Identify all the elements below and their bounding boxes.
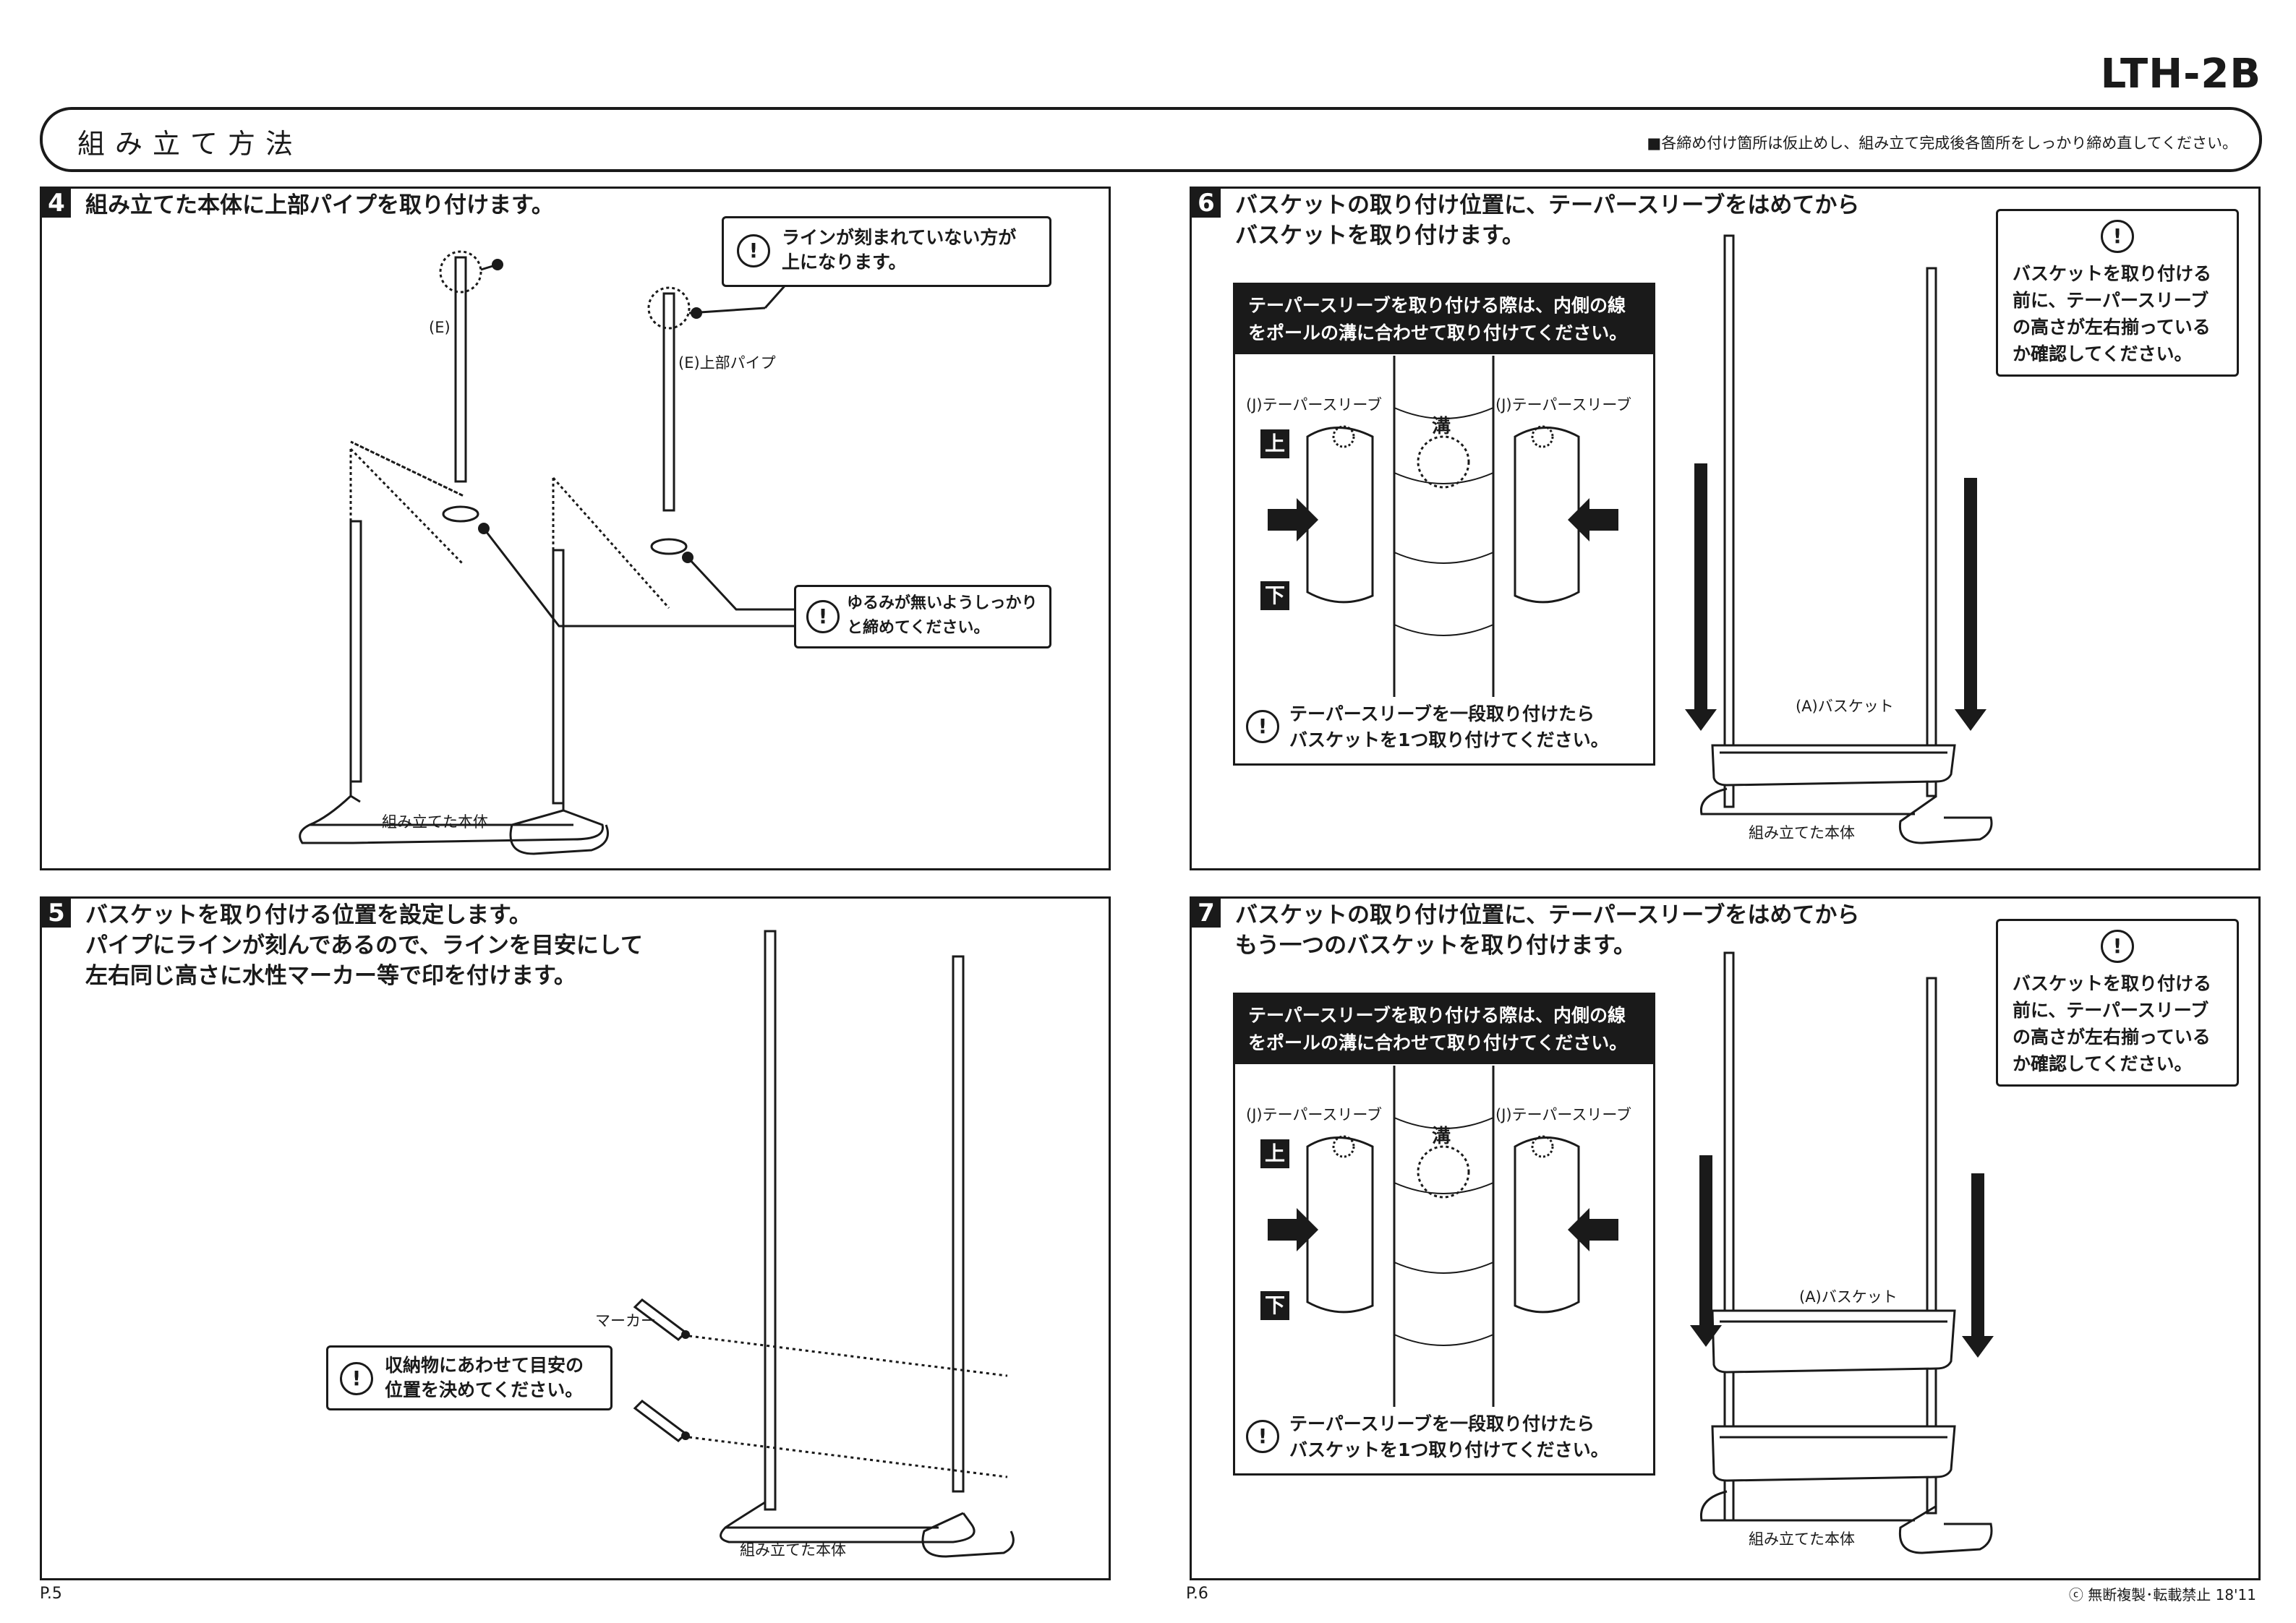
label-sleeve-left: (J)テーパースリーブ [1246,396,1383,414]
copyright-text: 無断複製･転載禁止 18'11 [2088,1586,2256,1603]
exclamation-icon: ! [2101,220,2134,253]
label-sleeve-right: (J)テーパースリーブ [1495,1106,1632,1123]
page-number-right: P.6 [1186,1585,1208,1603]
exclamation-icon: ! [2101,930,2134,963]
step-6-bottom-note: テーパースリーブを一段取り付けたら バスケットを1つ取り付けてください。 [1289,703,1609,750]
step-7-number: 7 [1192,899,1221,928]
step-6-text: バスケットの取り付け位置に、テーパースリーブをはめてから バスケットを取り付けま… [1235,192,1860,249]
sleeve-diagram [1268,356,1618,697]
step-5-number: 5 [42,899,71,928]
exclamation-icon: ! [1246,1420,1279,1453]
step-6-dark-note: テーパースリーブを取り付ける際は、内側の線 をポールの溝に合わせて取り付けてくだ… [1235,285,1653,354]
label-down: 下 [1260,1291,1289,1320]
label-e-upper-pipe: (E)上部パイプ [678,354,776,372]
label-basket: (A)バスケット [1799,1288,1898,1306]
header-bar: 組み立て方法 ■各締め付け箇所は仮止めし、組み立て完成後各箇所をしっかり締め直し… [40,107,2262,172]
copyright-icon: ⓒ [2068,1586,2088,1603]
exclamation-icon: ! [340,1362,373,1395]
label-marker: マーカー [595,1312,656,1329]
step-6-side-note: ! バスケットを取り付ける 前に、テーパースリーブ の高さが左右揃っている か確… [1996,209,2239,377]
label-e: (E) [429,319,451,336]
step-7-side-note: ! バスケットを取り付ける 前に、テーパースリーブ の高さが左右揃っている か確… [1996,919,2239,1087]
step-6-number: 6 [1192,189,1221,218]
step-4-text: 組み立てた本体に上部パイプを取り付けます。 [85,192,554,218]
step-5-panel: 5 バスケットを取り付ける位置を設定します。 パイプにラインが刻んであるので、ラ… [40,896,1111,1580]
label-groove: 溝 [1432,416,1451,437]
label-basket: (A)バスケット [1796,698,1894,715]
label-up: 上 [1260,429,1289,458]
callout-guide-position: ! 収納物にあわせて目安の 位置を決めてください。 [326,1345,613,1410]
sleeve-diagram [1268,1066,1618,1407]
step-7-dark-note: テーパースリーブを取り付ける際は、内側の線 をポールの溝に合わせて取り付けてくだ… [1235,995,1653,1064]
label-groove: 溝 [1432,1126,1451,1147]
header-note: ■各締め付け箇所は仮止めし、組み立て完成後各箇所をしっかり締め直してください。 [1647,134,2237,152]
step-7-panel: 7 バスケットの取り付け位置に、テーパースリーブをはめてから もう一つのバスケッ… [1190,896,2261,1580]
label-sleeve-right: (J)テーパースリーブ [1495,396,1632,414]
callout-guide-position-text: 収納物にあわせて目安の 位置を決めてください。 [385,1355,584,1400]
label-assembled-body: 組み立てた本体 [1749,824,1855,842]
copyright: ⓒ 無断複製･転載禁止 18'11 [2069,1583,2256,1604]
step-6-panel: 6 バスケットの取り付け位置に、テーパースリーブをはめてから バスケットを取り付… [1190,187,2261,870]
step-4-number: 4 [42,189,71,218]
step-4-illustration [299,250,795,855]
label-assembled-body: 組み立てた本体 [740,1541,846,1559]
step-7-sleeve-box: テーパースリーブを取り付ける際は、内側の線 をポールの溝に合わせて取り付けてくだ… [1233,993,1655,1476]
step-7-rack-illustration [1690,951,1994,1554]
exclamation-icon: ! [1246,710,1279,743]
step-6-side-note-text: バスケットを取り付ける 前に、テーパースリーブ の高さが左右揃っている か確認し… [2013,263,2212,364]
step-5-text: バスケットを取り付ける位置を設定します。 パイプにラインが刻んであるので、ライン… [85,902,643,989]
callout-line-direction: ! ラインが刻まれていない方が 上になります。 [722,216,1051,287]
step-7-bottom-note: テーパースリーブを一段取り付けたら バスケットを1つ取り付けてください。 [1289,1413,1609,1460]
label-sleeve-left: (J)テーパースリーブ [1246,1106,1383,1123]
callout-line-direction-text: ラインが刻まれていない方が 上になります。 [782,227,1017,273]
exclamation-icon: ! [737,234,770,267]
step-7-side-note-text: バスケットを取り付ける 前に、テーパースリーブ の高さが左右揃っている か確認し… [2013,973,2212,1074]
page-title: 組み立て方法 [77,128,304,160]
step-6-rack-illustration [1685,234,1993,844]
step-5-illustration [633,930,1015,1558]
callout-tighten: ! ゆるみが無いようしっかり と締めてください。 [794,585,1051,648]
step-7-text: バスケットの取り付け位置に、テーパースリーブをはめてから もう一つのバスケットを… [1235,902,1860,959]
step-6-sleeve-box: テーパースリーブを取り付ける際は、内側の線 をポールの溝に合わせて取り付けてくだ… [1233,283,1655,766]
label-assembled-body: 組み立てた本体 [382,813,488,831]
label-assembled-body: 組み立てた本体 [1749,1530,1855,1548]
step-4-panel: 4 組み立てた本体に上部パイプを取り付けます。 [40,187,1111,870]
exclamation-icon: ! [806,600,840,633]
model-number: LTH-2B [2100,51,2261,98]
callout-tighten-text: ゆるみが無いようしっかり と締めてください。 [847,594,1038,637]
page-number-left: P.5 [40,1585,62,1603]
label-up: 上 [1260,1139,1289,1168]
label-down: 下 [1260,581,1289,610]
